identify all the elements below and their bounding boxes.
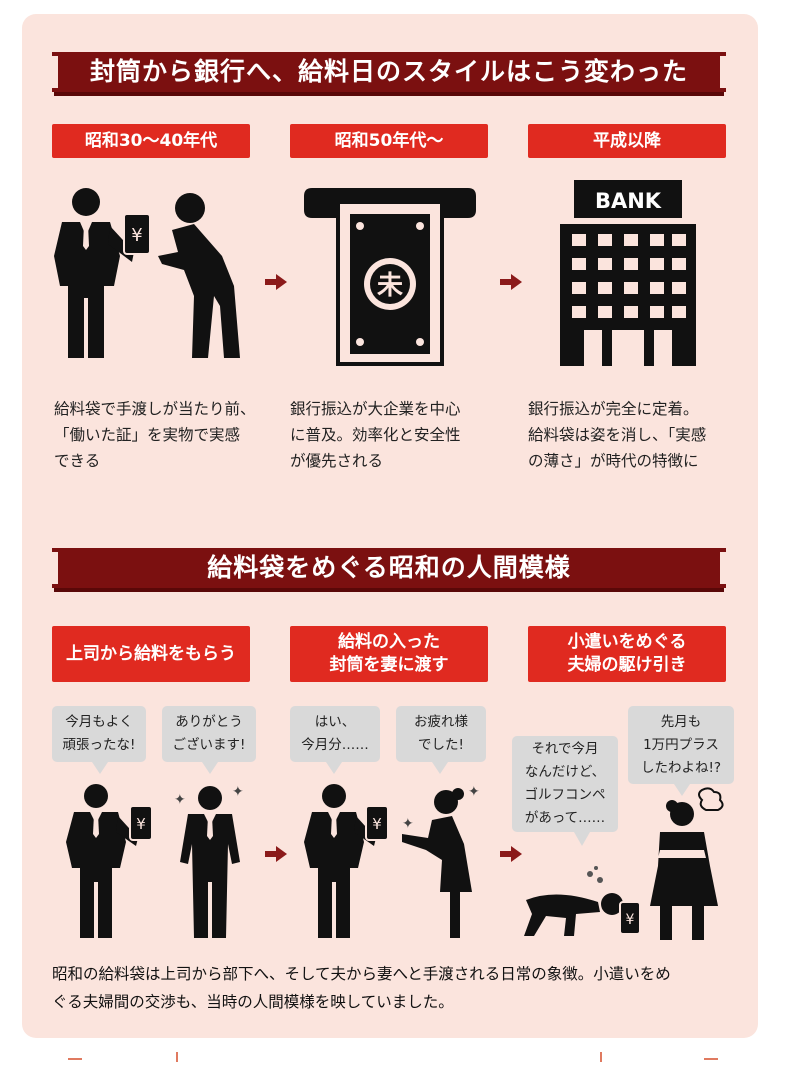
section1-banner: 封筒から銀行へ、給料日のスタイルはこう変わった (46, 52, 732, 92)
section1-title: 封筒から銀行へ、給料日のスタイルはこう変わった (89, 57, 688, 86)
scene-label-negotiation: 小遣いをめぐる 夫婦の駆け引き (528, 626, 726, 682)
employee-figure-icon: ✦ ✦ (174, 784, 244, 938)
era-label-heisei: 平成以降 (528, 124, 726, 158)
scene-label-boss: 上司から給料をもらう (52, 626, 250, 682)
section2-title: 給料袋をめぐる昭和の人間模様 (207, 553, 571, 582)
arrow-right-icon (265, 274, 287, 290)
speech-text: 今月もよく 頑張ったな! (62, 714, 136, 753)
speech-bubble: それで今月 なんだけど、 ゴルフコンペ があって…… (512, 736, 618, 846)
arrow-right-icon (265, 846, 287, 862)
envelope-yen-glyph: ¥ (372, 815, 382, 833)
summary-text: 昭和の給料袋は上司から部下へ、そして夫から妻へと手渡される日常の象徴。小遣いをめ… (52, 965, 671, 1011)
crop-mark (176, 1052, 178, 1062)
arrow-right-icon (500, 274, 522, 290)
speech-bubble: 今月もよく 頑張ったな! (52, 706, 146, 774)
bank-building-icon: BANK (560, 180, 696, 366)
speech-bubble: お疲れ様 でした! (396, 706, 486, 774)
speech-text: それで今月 なんだけど、 ゴルフコンペ があって…… (524, 741, 606, 826)
era-label-showa-50: 昭和50年代〜 (290, 124, 488, 158)
angry-wife-figure-icon (650, 787, 724, 940)
era-desc-heisei: 銀行振込が完全に定着。 給料袋は姿を消し、「実感 の薄さ」が時代の特徴に (528, 400, 707, 470)
banknote-glyph: 未 (377, 271, 403, 301)
speech-text: 先月も 1万円プラス したわよね!? (640, 713, 722, 776)
speech-bubble: はい、 今月分…… (290, 706, 380, 774)
scene-label-wife: 給料の入った 封筒を妻に渡す (290, 626, 488, 682)
envelope-yen-glyph: ¥ (626, 912, 635, 928)
envelope-yen-glyph: ¥ (136, 815, 146, 833)
kneeling-husband-figure-icon: ¥ (524, 866, 641, 936)
envelope-yen-glyph: ¥ (131, 225, 142, 246)
speech-text: お疲れ様 でした! (414, 714, 468, 753)
boss-figure-icon: ¥ (66, 784, 153, 938)
wife-bowing-figure-icon: ✦ ✦ (402, 784, 480, 938)
svg-text:✦: ✦ (174, 792, 186, 808)
era-desc-showa-50: 銀行振込が大企業を中心 に普及。効率化と安全性 が優先される (290, 400, 461, 470)
atm-banknote-icon: 未 (304, 188, 476, 366)
speech-text: ありがとう ございます! (172, 714, 246, 753)
section2-banner: 給料袋をめぐる昭和の人間模様 (46, 548, 732, 588)
bank-sign-text: BANK (595, 189, 662, 213)
speech-bubble: 先月も 1万円プラス したわよね!? (628, 706, 734, 796)
svg-text:✦: ✦ (232, 784, 244, 800)
speech-text: はい、 今月分…… (301, 714, 369, 753)
handover-figure-icon: ¥ (54, 188, 240, 358)
crop-mark (704, 1058, 718, 1060)
svg-text:✦: ✦ (402, 816, 414, 832)
crop-mark (68, 1058, 82, 1060)
arrow-right-icon (500, 846, 522, 862)
era-desc-showa-30-40: 給料袋で手渡しが当たり前、 「働いた証」を実物で実感 できる (54, 400, 256, 470)
svg-text:✦: ✦ (468, 784, 480, 800)
crop-mark (600, 1052, 602, 1062)
husband-figure-icon: ¥ (304, 784, 389, 938)
speech-bubble: ありがとう ございます! (162, 706, 256, 774)
era-label-showa-30-40: 昭和30〜40年代 (52, 124, 250, 158)
